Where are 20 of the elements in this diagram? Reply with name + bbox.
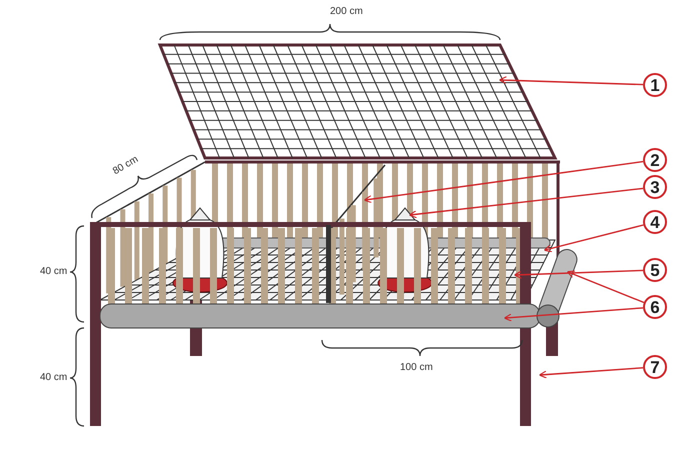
leader-line bbox=[538, 367, 644, 379]
leader-line bbox=[566, 270, 644, 304]
leader-line bbox=[408, 188, 644, 218]
leader-line bbox=[364, 160, 644, 204]
leader-line bbox=[514, 270, 644, 279]
callout-number: 1 bbox=[643, 73, 667, 97]
callout-number: 7 bbox=[643, 355, 667, 379]
dimension-label: 40 cm bbox=[40, 372, 68, 383]
dimension-label: 40 cm bbox=[40, 266, 68, 277]
leader-line bbox=[544, 224, 644, 252]
callout-number: 6 bbox=[643, 295, 667, 319]
dimension-label: 200 cm bbox=[330, 6, 363, 17]
callout-number: 3 bbox=[643, 175, 667, 199]
callout-number: 5 bbox=[643, 258, 667, 282]
callout-number: 2 bbox=[643, 148, 667, 172]
leader-line bbox=[504, 307, 644, 322]
dimension-label: 80 cm bbox=[111, 154, 140, 178]
dimension-label: 100 cm bbox=[400, 362, 433, 373]
callout-number: 4 bbox=[643, 210, 667, 234]
leader-line bbox=[498, 76, 644, 86]
